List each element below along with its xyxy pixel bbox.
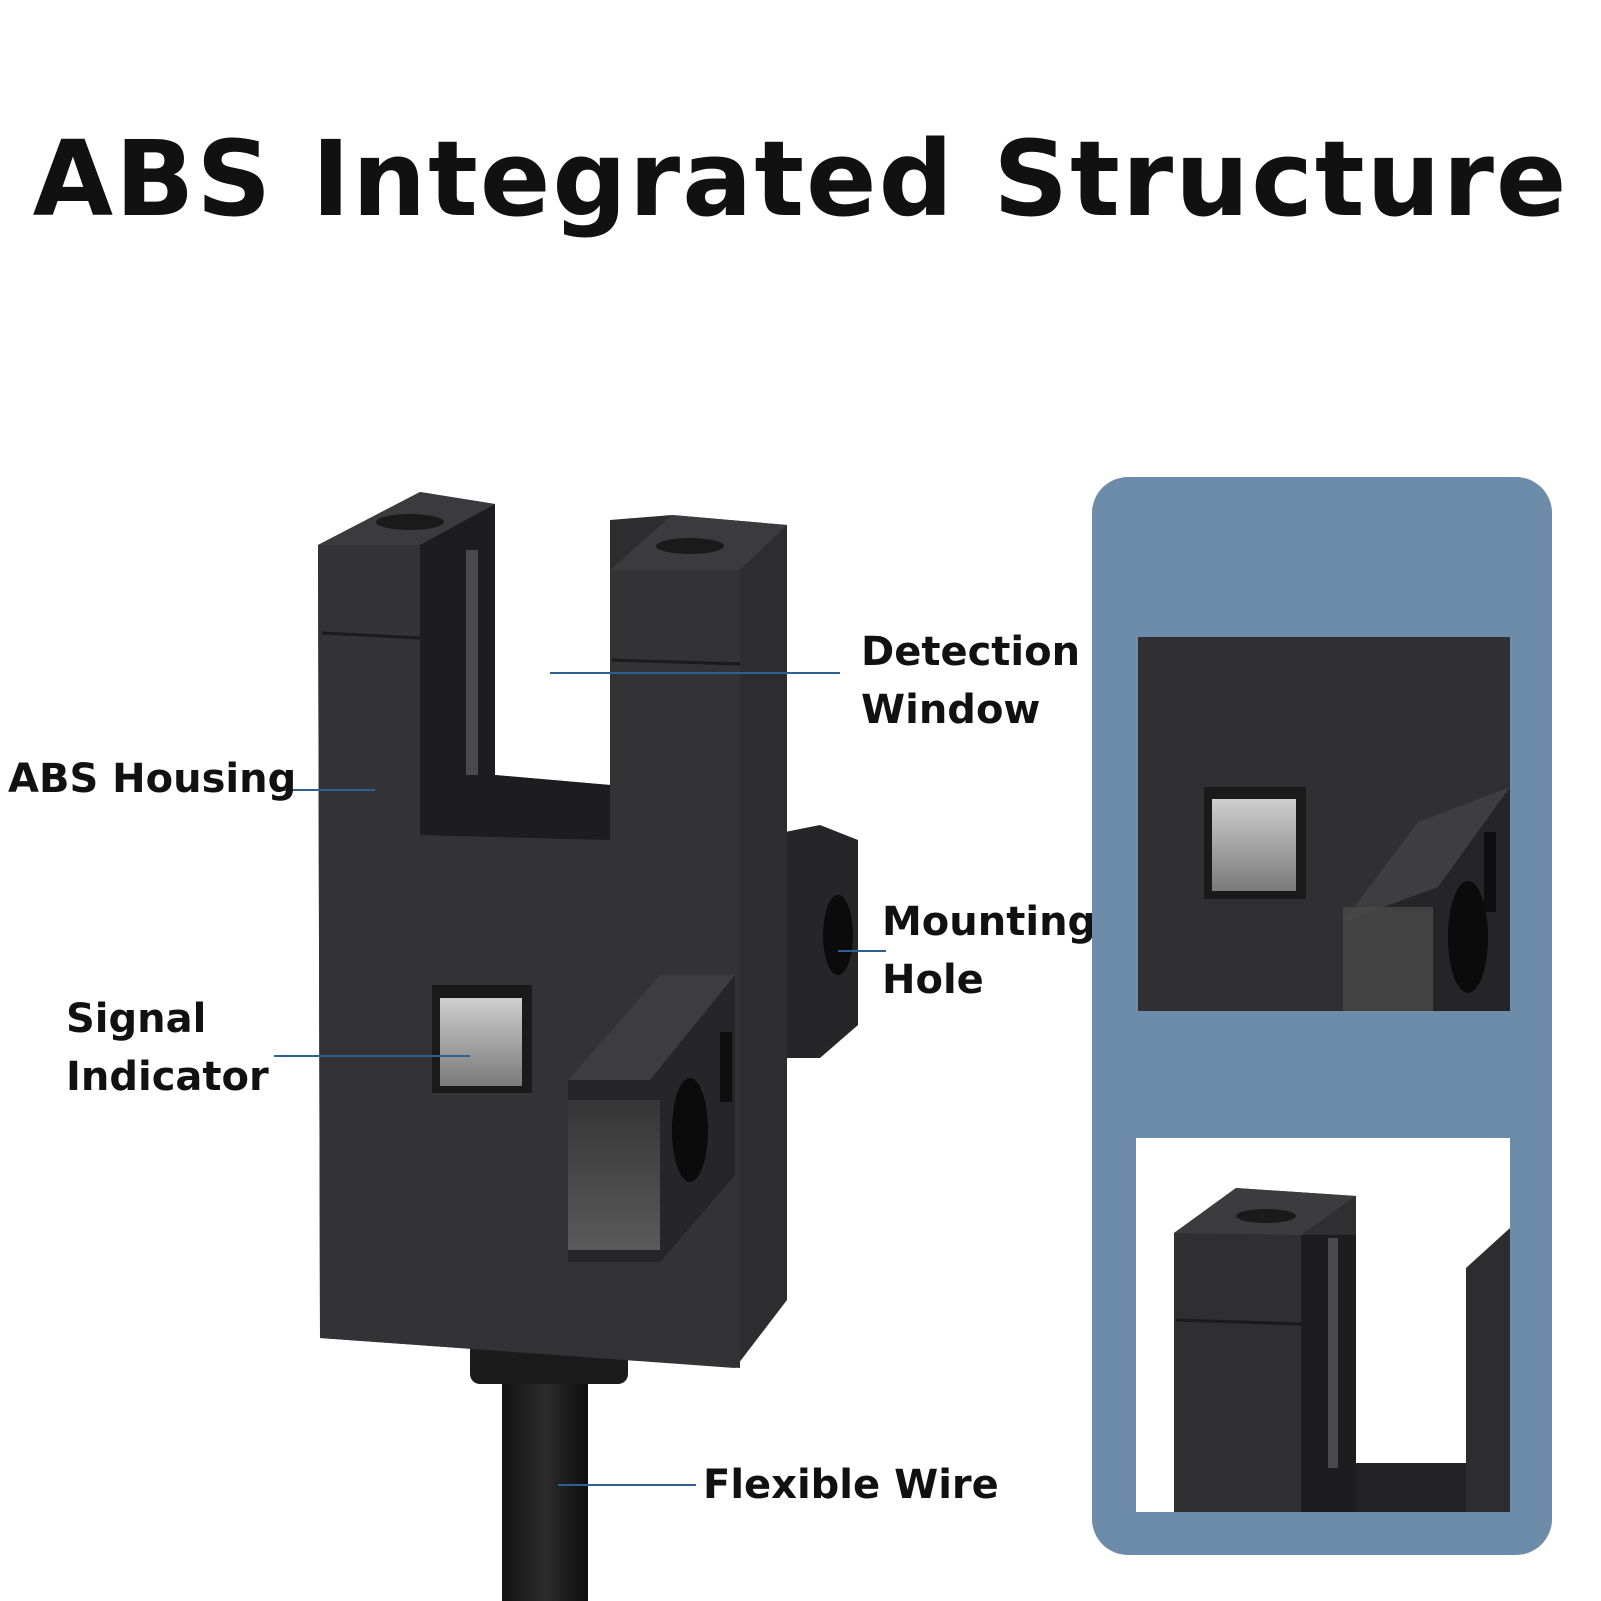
flexible-wire-leader bbox=[558, 1484, 696, 1486]
sensor-front-face bbox=[318, 545, 740, 1368]
mounting-hole-label: Mounting Hole bbox=[882, 893, 1096, 1009]
rear-mounting-tab bbox=[780, 825, 858, 1058]
front-mounting-hole bbox=[672, 1078, 708, 1182]
abs-housing-label: ABS Housing bbox=[8, 756, 297, 802]
abs-housing-leader bbox=[275, 789, 375, 791]
detection-window-label-line2: Window bbox=[861, 687, 1041, 733]
detection-window-leader bbox=[550, 672, 840, 674]
flexible-wire bbox=[502, 1362, 588, 1601]
flexible-wire-label: Flexible Wire bbox=[703, 1462, 999, 1508]
rear-mounting-hole bbox=[823, 895, 853, 975]
signal-indicator-label-line1: Signal bbox=[66, 996, 207, 1042]
detection-window-label: Detection Window bbox=[861, 623, 1080, 739]
slot-closeup bbox=[1136, 1138, 1510, 1512]
slot-closeup-illustration bbox=[1136, 1138, 1510, 1512]
closeup-illustration bbox=[1138, 637, 1510, 1011]
signal-indicator-closeup bbox=[1138, 637, 1510, 1011]
page-title: ABS Integrated Structure bbox=[32, 118, 1569, 240]
mounting-hole-label-line2: Hole bbox=[882, 957, 984, 1003]
signal-indicator-label: Signal Indicator bbox=[66, 990, 269, 1106]
mounting-hole-leader bbox=[838, 950, 886, 952]
signal-indicator-label-line2: Indicator bbox=[66, 1054, 269, 1100]
mounting-hole-label-line1: Mounting bbox=[882, 899, 1097, 945]
closeup-mounting-hole bbox=[1448, 881, 1488, 993]
signal-indicator-leader bbox=[274, 1055, 470, 1057]
detection-window-label-line1: Detection bbox=[861, 629, 1081, 675]
